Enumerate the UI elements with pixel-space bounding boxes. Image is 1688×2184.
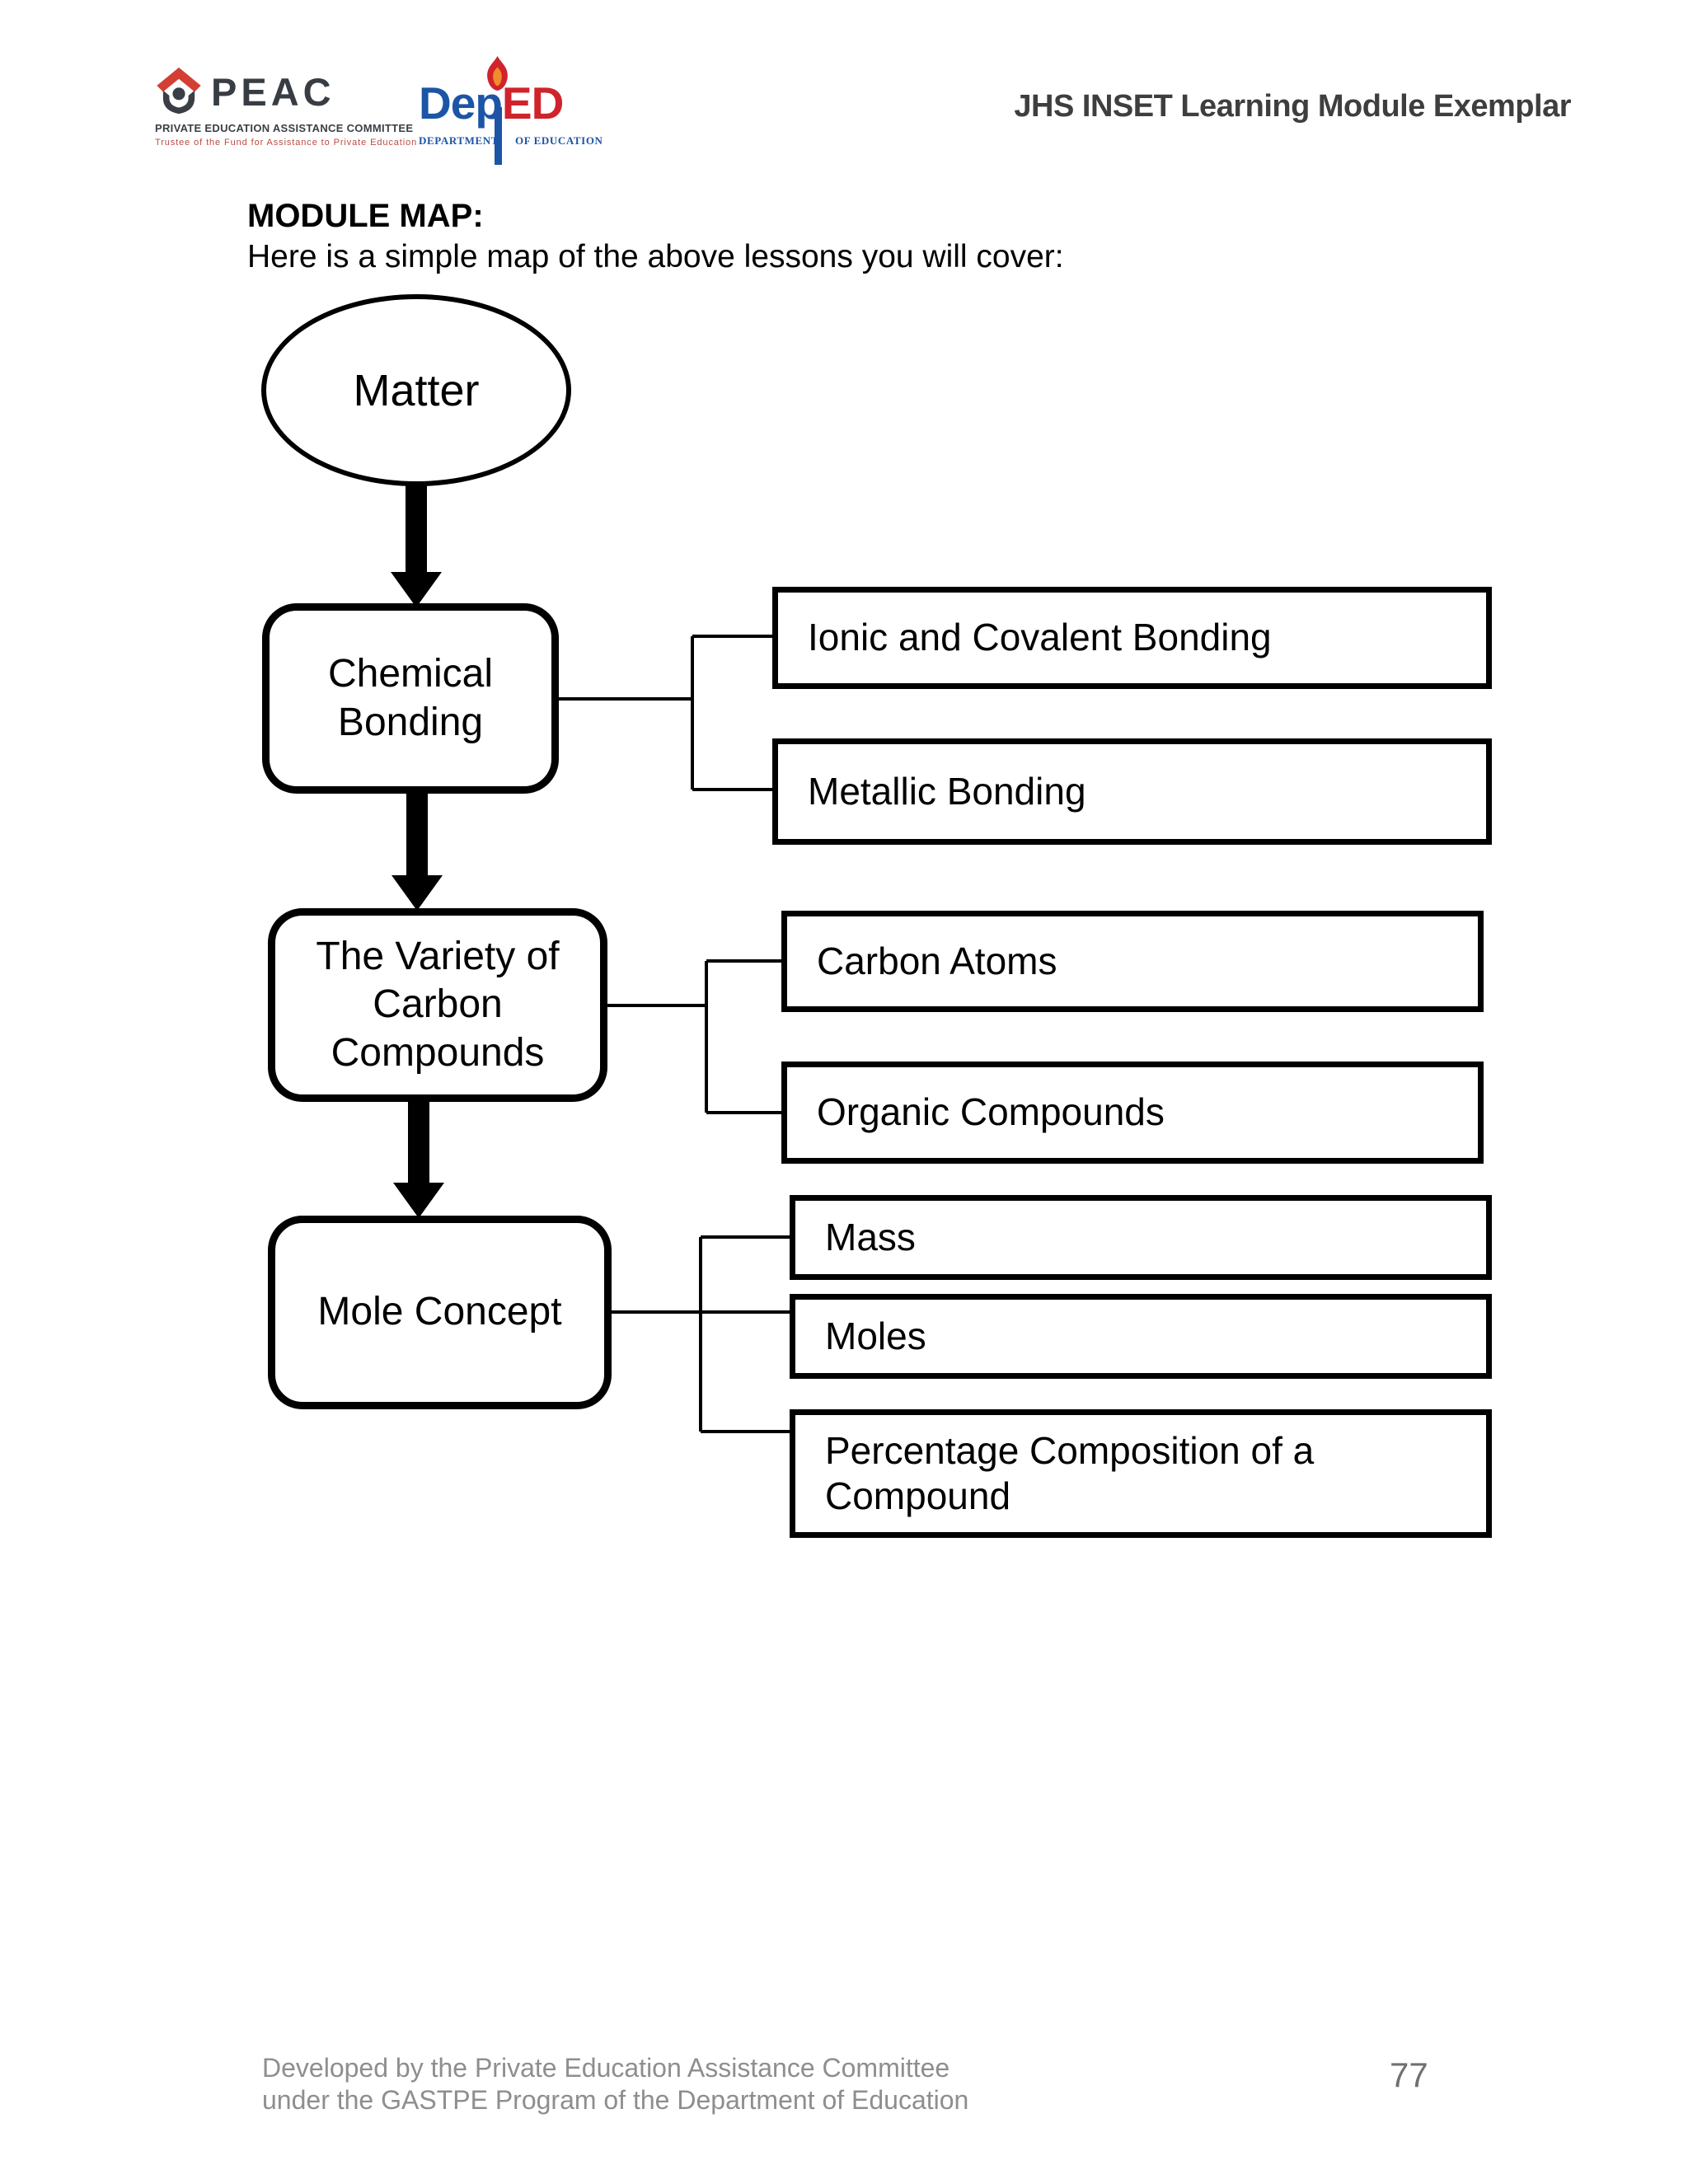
connector-carbon-group [607, 959, 785, 1114]
deped-torch-flame-icon [487, 56, 508, 91]
peac-subtitle: PRIVATE EDUCATION ASSISTANCE COMMITTEE [155, 122, 414, 134]
peac-logo-row: PEAC [155, 66, 417, 119]
node-chemical-bonding: Chemical Bonding [262, 603, 559, 794]
leaf-mass: Mass [790, 1195, 1492, 1280]
leaf-metallic-bonding: Metallic Bonding [772, 738, 1492, 845]
node-variety-of-carbon-compounds: The Variety of Carbon Compounds [268, 908, 607, 1102]
node-variety-line2: Carbon [373, 982, 503, 1027]
arrow-variety-to-mole [393, 1098, 444, 1218]
leaf-percentage-line1: Percentage Composition of a [825, 1428, 1315, 1472]
deped-torch-handle [495, 107, 502, 165]
leaf-carbon-atoms: Carbon Atoms [781, 911, 1484, 1012]
node-variety-line3: Compounds [331, 1030, 545, 1075]
leaf-carbon-label: Carbon Atoms [817, 939, 1057, 982]
leaf-organic-label: Organic Compounds [817, 1090, 1165, 1134]
node-matter: Matter [261, 294, 571, 486]
leaf-organic-compounds: Organic Compounds [781, 1062, 1484, 1164]
leaf-percentage-line2: Compound [825, 1474, 1011, 1517]
leaf-metallic-label: Metallic Bonding [808, 769, 1086, 813]
node-mole-concept: Mole Concept [268, 1216, 612, 1409]
peac-tagline: Trustee of the Fund for Assistance to Pr… [155, 138, 418, 148]
peac-house-icon [157, 67, 201, 115]
deped-subtitle-right: OF EDUCATION [515, 134, 603, 147]
node-mole-label: Mole Concept [317, 1290, 562, 1334]
leaf-mass-label: Mass [825, 1215, 916, 1258]
footer-credit-line1: Developed by the Private Education Assis… [262, 2053, 950, 2083]
deped-word-ed: ED [501, 77, 564, 129]
deped-word-de: De [419, 77, 476, 129]
header-title: JHS INSET Learning Module Exemplar [1014, 89, 1571, 124]
leaf-moles-label: Moles [825, 1314, 926, 1357]
leaf-ionic-and-covalent-bonding: Ionic and Covalent Bonding [772, 587, 1492, 689]
arrow-matter-to-chemical [391, 483, 442, 607]
deped-wordmark: DepED [419, 56, 603, 165]
deped-subtitle: DEPARTMENT OF EDUCATION [419, 134, 603, 148]
deped-logo: DepED DEPARTMENT OF EDUCATION [419, 56, 603, 165]
node-variety-line1: The Variety of [316, 934, 560, 978]
peac-wordmark: PEAC [211, 70, 335, 114]
page-number: 77 [1390, 2055, 1428, 2094]
footer-credit-line2: under the GASTPE Program of the Departme… [262, 2085, 969, 2115]
node-chemical-line1: Chemical [327, 651, 494, 696]
footer-credit: Developed by the Private Education Assis… [262, 2052, 968, 2116]
connector-mole-group [612, 1235, 793, 1433]
node-chemical-line2: Bonding [337, 700, 484, 744]
module-map-subheading: Here is a simple map of the above lesson… [247, 239, 1064, 274]
deped-subtitle-left: DEPARTMENT [419, 134, 499, 147]
peac-logo: PEAC PRIVATE EDUCATION ASSISTANCE COMMIT… [155, 66, 417, 148]
node-matter-label: Matter [353, 365, 480, 415]
connector-chemical-group [559, 635, 776, 791]
leaf-percentage-composition: Percentage Composition of a Compound [790, 1409, 1492, 1538]
arrow-chemical-to-variety [392, 790, 443, 911]
module-map-heading: MODULE MAP: [247, 198, 484, 234]
leaf-ionic-label: Ionic and Covalent Bonding [808, 616, 1272, 659]
leaf-moles: Moles [790, 1294, 1492, 1379]
